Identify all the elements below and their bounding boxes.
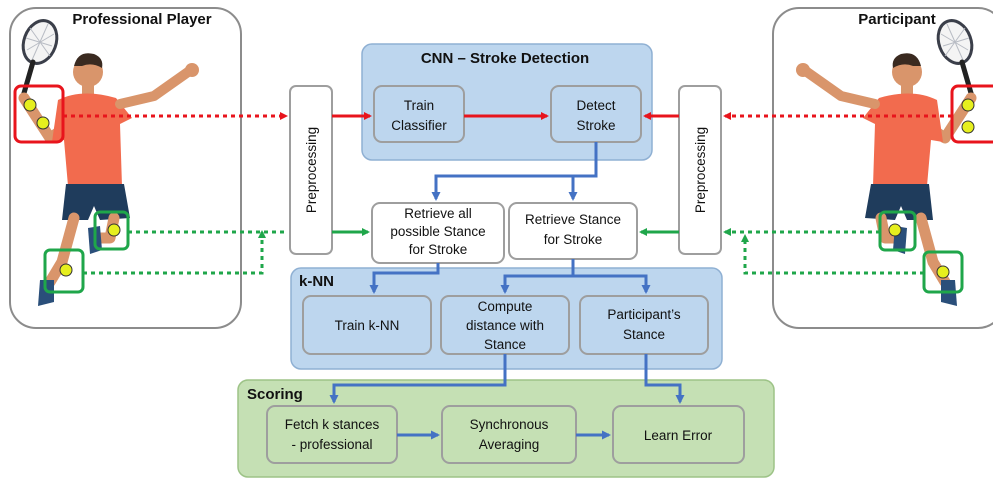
detect-stroke-line-1: Detect [576,98,615,113]
arrow-detect-to-retrieve-all [431,142,598,201]
synchronous-averaging-box [441,405,577,464]
arrow-compute-to-fetch [329,354,507,404]
ball-icon [961,98,975,112]
retrieve-all-line-2: possible Stance [390,224,485,239]
arrow-retrieve-all-to-train-knn [369,263,440,294]
preprocessing-right-label: Preprocessing [693,127,708,213]
arrow-participant-to-learn-error [644,354,685,404]
train-classifier-box [373,85,465,143]
fetch-line-1: Fetch k stances [285,417,380,432]
retrieve-all-line-3: for Stroke [409,242,468,257]
ankle-sensor-marker-green [43,248,85,294]
participant-stance-box [579,295,709,355]
ball-icon [961,120,975,134]
train-classifier-line-1: Train [404,98,434,113]
learn-error-box [612,405,745,464]
ball-icon [107,223,121,237]
compute-line-2: distance with [466,318,544,333]
preprocessing-left-label: Preprocessing [304,127,319,213]
knn-title: k-NN [299,273,334,290]
professional-player-title: Professional Player [72,11,211,28]
wrist-sensor-marker-red [950,84,993,144]
fetch-stances-box [266,405,398,464]
ball-icon [36,116,50,130]
participant-stance-line-2: Stance [623,327,665,342]
detect-stroke-box [550,85,642,143]
train-classifier-line-2: Classifier [391,118,447,133]
scoring-title: Scoring [247,386,303,403]
sync-line-2: Averaging [479,437,540,452]
participant-title: Participant [858,11,936,28]
arrow-right-ankle [741,234,924,275]
cnn-title: CNN – Stroke Detection [421,50,589,67]
arrow-left-ankle [83,230,266,275]
compute-line-3: Stance [484,337,526,352]
ball-icon [59,263,73,277]
retrieve-stance-line-1: Retrieve Stance [525,212,621,227]
retrieve-stance-line-2: for Stroke [544,232,603,247]
wrist-sensor-marker-red [13,84,65,144]
preprocessing-left-box [289,85,333,255]
compute-line-1: Compute [478,299,533,314]
ball-icon [888,223,902,237]
arrow-retrieve-stance-to-compute [500,259,575,294]
preprocessing-right-box [678,85,722,255]
train-knn-box [302,295,432,355]
ball-icon [23,98,37,112]
fetch-line-2: - professional [291,437,372,452]
learn-error-label: Learn Error [644,428,713,443]
detect-stroke-line-2: Stroke [576,118,615,133]
participant-stance-line-1: Participant’s [607,307,681,322]
retrieve-all-line-1: Retrieve all [404,206,472,221]
ball-icon [936,265,950,279]
sync-line-1: Synchronous [470,417,549,432]
train-knn-label: Train k-NN [335,318,400,333]
arrow-retrieve-stance-to-participant [573,274,651,294]
